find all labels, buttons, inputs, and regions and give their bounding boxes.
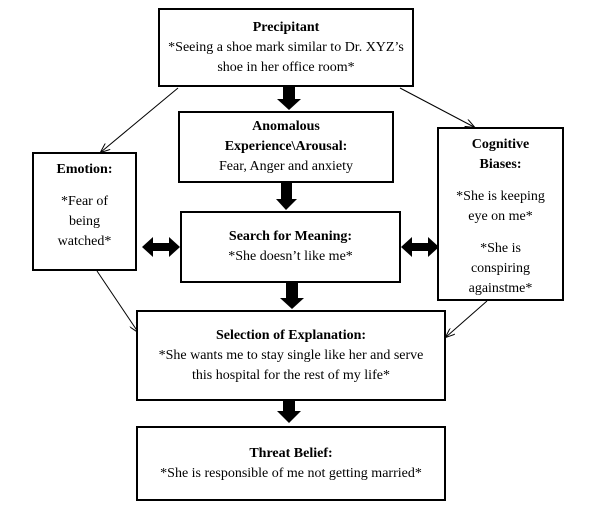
double-arrow-search-cognitive <box>401 237 439 257</box>
emotion-text-line-1: *Fear of <box>60 194 109 209</box>
selection-title: Selection of Explanation: <box>215 327 367 343</box>
selection-of-explanation-box: Selection of Explanation: *She wants me … <box>136 310 446 401</box>
precipitant-box: Precipitant *Seeing a shoe mark similar … <box>158 8 414 87</box>
cognitive-biases-box: Cognitive Biases: *She is keeping eye on… <box>437 127 564 301</box>
cognitive-group2-line-1: *She is <box>480 241 521 256</box>
threat-title: Threat Belief: <box>249 445 333 461</box>
anomalous-experience-box: Anomalous Experience\Arousal: Fear, Ange… <box>178 111 394 183</box>
selection-text-line-2: this hospital for the rest of my life* <box>192 367 390 383</box>
thick-arrow-precipitant-to-anomalous <box>277 87 301 110</box>
cognitive-title-line-1: Cognitive <box>471 137 530 152</box>
search-for-meaning-box: Search for Meaning: *She doesn’t like me… <box>180 211 401 283</box>
precipitant-title: Precipitant <box>252 19 320 35</box>
cognitive-group1-line-1: *She is keeping <box>456 189 545 204</box>
thick-arrow-anomalous-to-search <box>276 182 297 210</box>
cognitive-group1-line-2: eye on me* <box>468 209 533 224</box>
anomalous-title-line-2: Experience\Arousal: <box>224 139 348 154</box>
arrow-cognitive-to-selection <box>446 300 488 337</box>
thick-arrow-selection-to-threat <box>277 401 301 423</box>
cognitive-title-line-2: Biases: <box>479 157 522 172</box>
threat-belief-box: Threat Belief: *She is responsible of me… <box>136 426 446 501</box>
selection-text-line-1: *She wants me to stay single like her an… <box>158 347 424 363</box>
cognitive-group2-line-3: againstme* <box>468 281 533 296</box>
search-title: Search for Meaning: <box>228 229 353 244</box>
arrow-emotion-to-selection <box>96 270 138 332</box>
emotion-text-line-3: watched* <box>57 234 112 249</box>
emotion-text-line-2: being <box>68 214 101 229</box>
thick-arrow-search-to-selection <box>280 283 304 309</box>
arrow-precipitant-to-emotion <box>101 87 179 152</box>
cognitive-group2-line-2: conspiring <box>470 261 531 276</box>
precipitant-text-line-1: *Seeing a shoe mark similar to Dr. XYZ’s <box>168 39 404 55</box>
search-text: *She doesn’t like me* <box>228 249 353 264</box>
double-arrow-emotion-search <box>142 237 180 257</box>
threat-text: *She is responsible of me not getting ma… <box>160 465 422 481</box>
arrow-precipitant-to-cognitive <box>399 87 474 127</box>
emotion-title: Emotion: <box>56 162 113 177</box>
precipitant-text-line-2: shoe in her office room* <box>217 59 355 75</box>
anomalous-title-line-1: Anomalous <box>252 119 320 134</box>
emotion-box: Emotion: *Fear of being watched* <box>32 152 137 271</box>
anomalous-text: Fear, Anger and anxiety <box>219 159 353 174</box>
